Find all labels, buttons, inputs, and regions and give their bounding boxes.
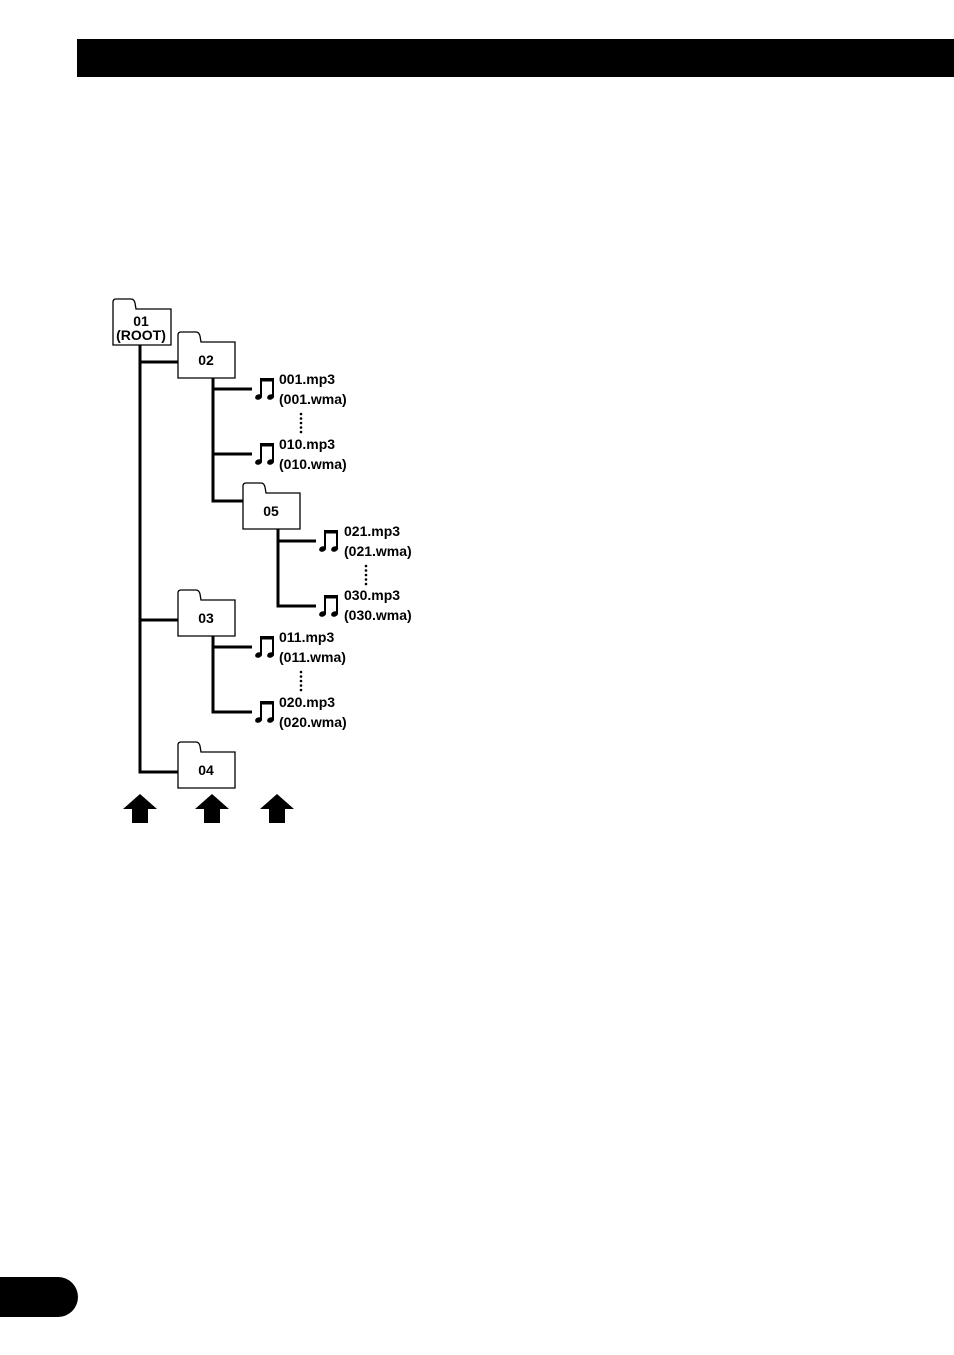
music-note-icon xyxy=(254,378,275,401)
up-arrow-icon xyxy=(123,794,157,823)
file-mp3-label: 001.mp3 xyxy=(279,371,335,387)
music-note-icon xyxy=(254,636,275,659)
file-mp3-label: 030.mp3 xyxy=(344,587,400,603)
root-trunk xyxy=(140,345,178,772)
folder-label: 04 xyxy=(198,762,214,778)
file-wma-label: (011.wma) xyxy=(279,649,346,665)
file-030: 030.mp3 (030.wma) xyxy=(344,587,412,623)
folder-05: 05 xyxy=(243,483,300,529)
folder-label: 02 xyxy=(198,352,214,368)
music-note-icon xyxy=(254,443,275,466)
file-021: 021.mp3 (021.wma) xyxy=(344,523,412,559)
file-mp3-label: 011.mp3 xyxy=(279,629,334,645)
up-arrow-icon xyxy=(260,794,294,823)
file-mp3-label: 021.mp3 xyxy=(344,523,400,539)
trunk-02 xyxy=(213,378,243,501)
ellipsis-05 xyxy=(365,565,368,586)
folder-01: 01 (ROOT) xyxy=(113,299,171,345)
file-mp3-label: 010.mp3 xyxy=(279,436,335,452)
ellipsis-03 xyxy=(300,671,303,692)
file-010: 010.mp3 (010.wma) xyxy=(279,436,347,472)
music-note-icon xyxy=(254,701,275,724)
folder-04: 04 xyxy=(178,742,235,788)
music-note-icon xyxy=(318,530,339,553)
folder-label: 03 xyxy=(198,610,214,626)
music-note-icon xyxy=(318,595,339,618)
folder-label: 05 xyxy=(263,503,279,519)
folder-sublabel: (ROOT) xyxy=(116,327,166,343)
file-011: 011.mp3 (011.wma) xyxy=(279,629,346,665)
file-001: 001.mp3 (001.wma) xyxy=(279,371,347,407)
file-wma-label: (030.wma) xyxy=(344,607,412,623)
file-020: 020.mp3 (020.wma) xyxy=(279,694,347,730)
file-mp3-label: 020.mp3 xyxy=(279,694,335,710)
folder-02: 02 xyxy=(178,332,235,378)
file-wma-label: (010.wma) xyxy=(279,456,347,472)
ellipsis-02 xyxy=(300,413,303,434)
up-arrow-icon xyxy=(195,794,229,823)
file-wma-label: (020.wma) xyxy=(279,714,347,730)
file-wma-label: (001.wma) xyxy=(279,391,347,407)
folder-03: 03 xyxy=(178,590,235,636)
file-wma-label: (021.wma) xyxy=(344,543,412,559)
